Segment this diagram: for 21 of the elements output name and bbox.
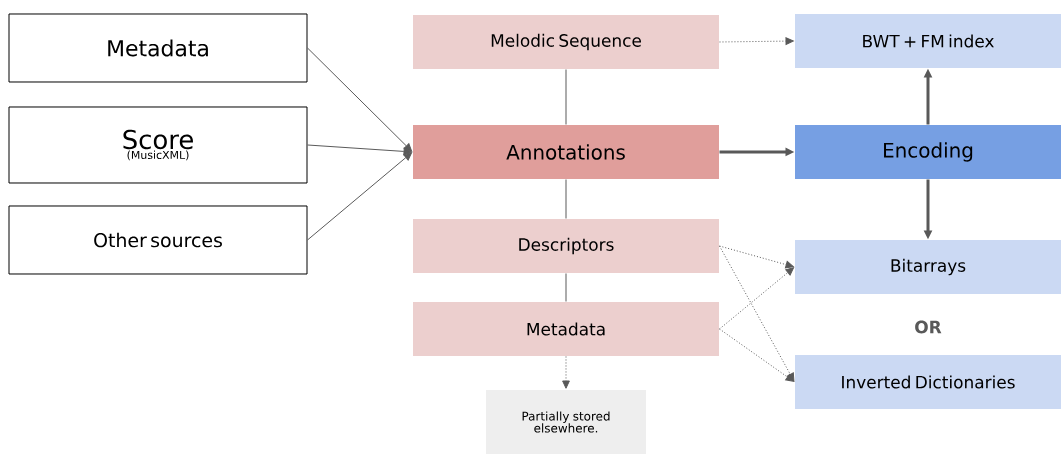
process-box: Annotations <box>413 125 719 179</box>
note-box: Partially stored elsewhere. <box>486 390 646 454</box>
arrow <box>307 47 413 152</box>
source-box: Metadata <box>8 13 308 83</box>
arrow <box>307 144 412 156</box>
source-box: Score (MusicXML) <box>8 106 308 184</box>
arrow <box>562 356 570 389</box>
arrow <box>719 37 794 45</box>
process-box: Metadata <box>413 302 719 356</box>
process-box: Descriptors <box>413 219 719 273</box>
process-box: Encoding <box>795 125 1061 179</box>
arrow <box>719 245 794 269</box>
storage-box: Bitarrays <box>795 240 1061 294</box>
storage-box: Inverted Dictionaries <box>795 355 1061 409</box>
arrow <box>719 328 794 382</box>
arrow <box>307 152 413 241</box>
arrow <box>719 267 795 330</box>
separator-label: OR <box>915 320 942 334</box>
source-box: Other sources <box>8 205 308 275</box>
storage-box: BWT + FM index <box>795 14 1061 68</box>
process-box: Melodic Sequence <box>413 15 719 69</box>
